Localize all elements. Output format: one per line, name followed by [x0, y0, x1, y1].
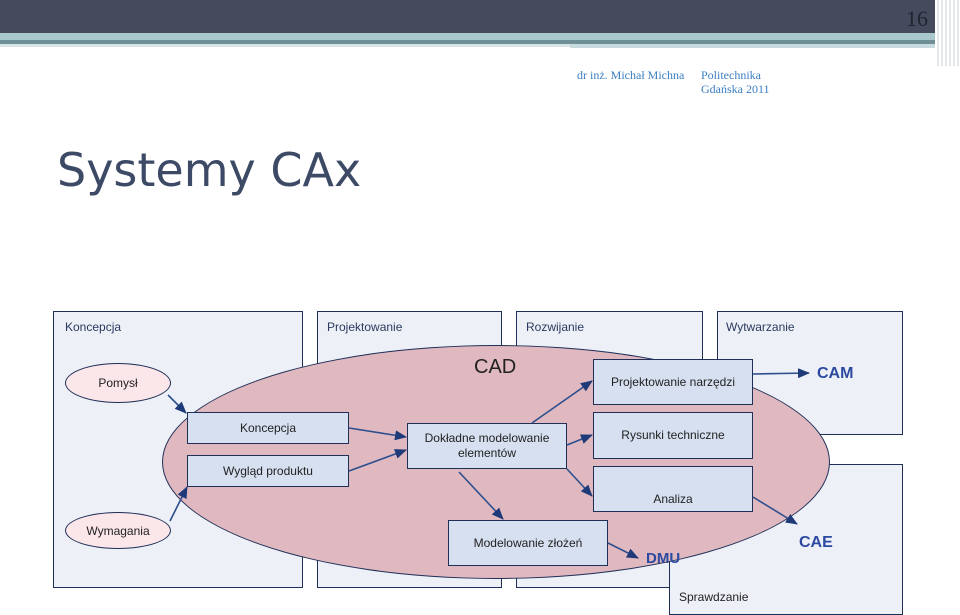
header-stripe	[0, 40, 935, 44]
arrow-wymagania-wyglad	[169, 486, 188, 522]
cam-label: CAM	[817, 365, 854, 382]
arrow-dokladne-projektowanie	[531, 380, 593, 424]
header-corner	[935, 0, 960, 66]
arrow-narzedzia-cam	[752, 368, 810, 379]
arrow-modelowanie-dmu	[607, 542, 639, 559]
pomysl-oval: Pomysł	[65, 363, 171, 403]
header-stripe	[0, 44, 570, 47]
dokladne-modelowanie-box: Dokładne modelowanie elementów	[407, 423, 567, 469]
phase-label-projektowanie: Projektowanie	[327, 320, 403, 334]
rysunki-techniczne-box: Rysunki techniczne	[593, 412, 753, 459]
wymagania-oval: Wymagania	[65, 512, 171, 549]
arrow-dokladne-rysunki	[566, 434, 593, 446]
projektowanie-narzedzi-box: Projektowanie narzędzi	[593, 359, 753, 405]
header-bar	[0, 0, 960, 33]
org-line-1: Politechnika	[701, 68, 761, 82]
page-number: 16	[906, 6, 928, 31]
org-line-2: Gdańska 2011	[701, 82, 770, 96]
arrow-koncepcja-dokladne	[348, 427, 407, 441]
koncepcja-box: Koncepcja	[187, 412, 349, 444]
cae-label: CAE	[799, 534, 833, 551]
modelowanie-zlozen-box: Modelowanie złożeń	[448, 520, 608, 566]
slide-title: Systemy CAx	[57, 143, 362, 197]
wyglad-produktu-box: Wygląd produktu	[187, 455, 349, 487]
dokladne-line-2: elementów	[457, 446, 517, 460]
analiza-box: Analiza	[593, 466, 753, 512]
phase-label-rozwijanie: Rozwijanie	[526, 320, 585, 334]
header-stripe	[0, 33, 935, 40]
arrow-pomysl-koncepcja	[167, 394, 187, 414]
header-stripe	[570, 44, 935, 48]
author-text: dr inż. Michał Michna	[577, 68, 685, 82]
sprawdzanie-label: Sprawdzanie	[679, 590, 749, 604]
arrow-analiza-cae	[752, 496, 798, 525]
arrow-dokladne-modelowanie	[458, 471, 504, 520]
dmu-label: DMU	[646, 550, 681, 567]
cad-label: CAD	[474, 356, 517, 378]
arrow-wyglad-dokladne	[348, 449, 407, 472]
header-corner-lines	[937, 0, 959, 66]
organization-text: Politechnika Gdańska 2011	[701, 68, 770, 96]
phase-label-koncepcja: Koncepcja	[65, 320, 122, 334]
phase-label-wytwarzanie: Wytwarzanie	[726, 320, 795, 334]
arrow-dokladne-analiza	[566, 468, 593, 497]
dokladne-line-1: Dokładne modelowanie	[424, 431, 550, 445]
